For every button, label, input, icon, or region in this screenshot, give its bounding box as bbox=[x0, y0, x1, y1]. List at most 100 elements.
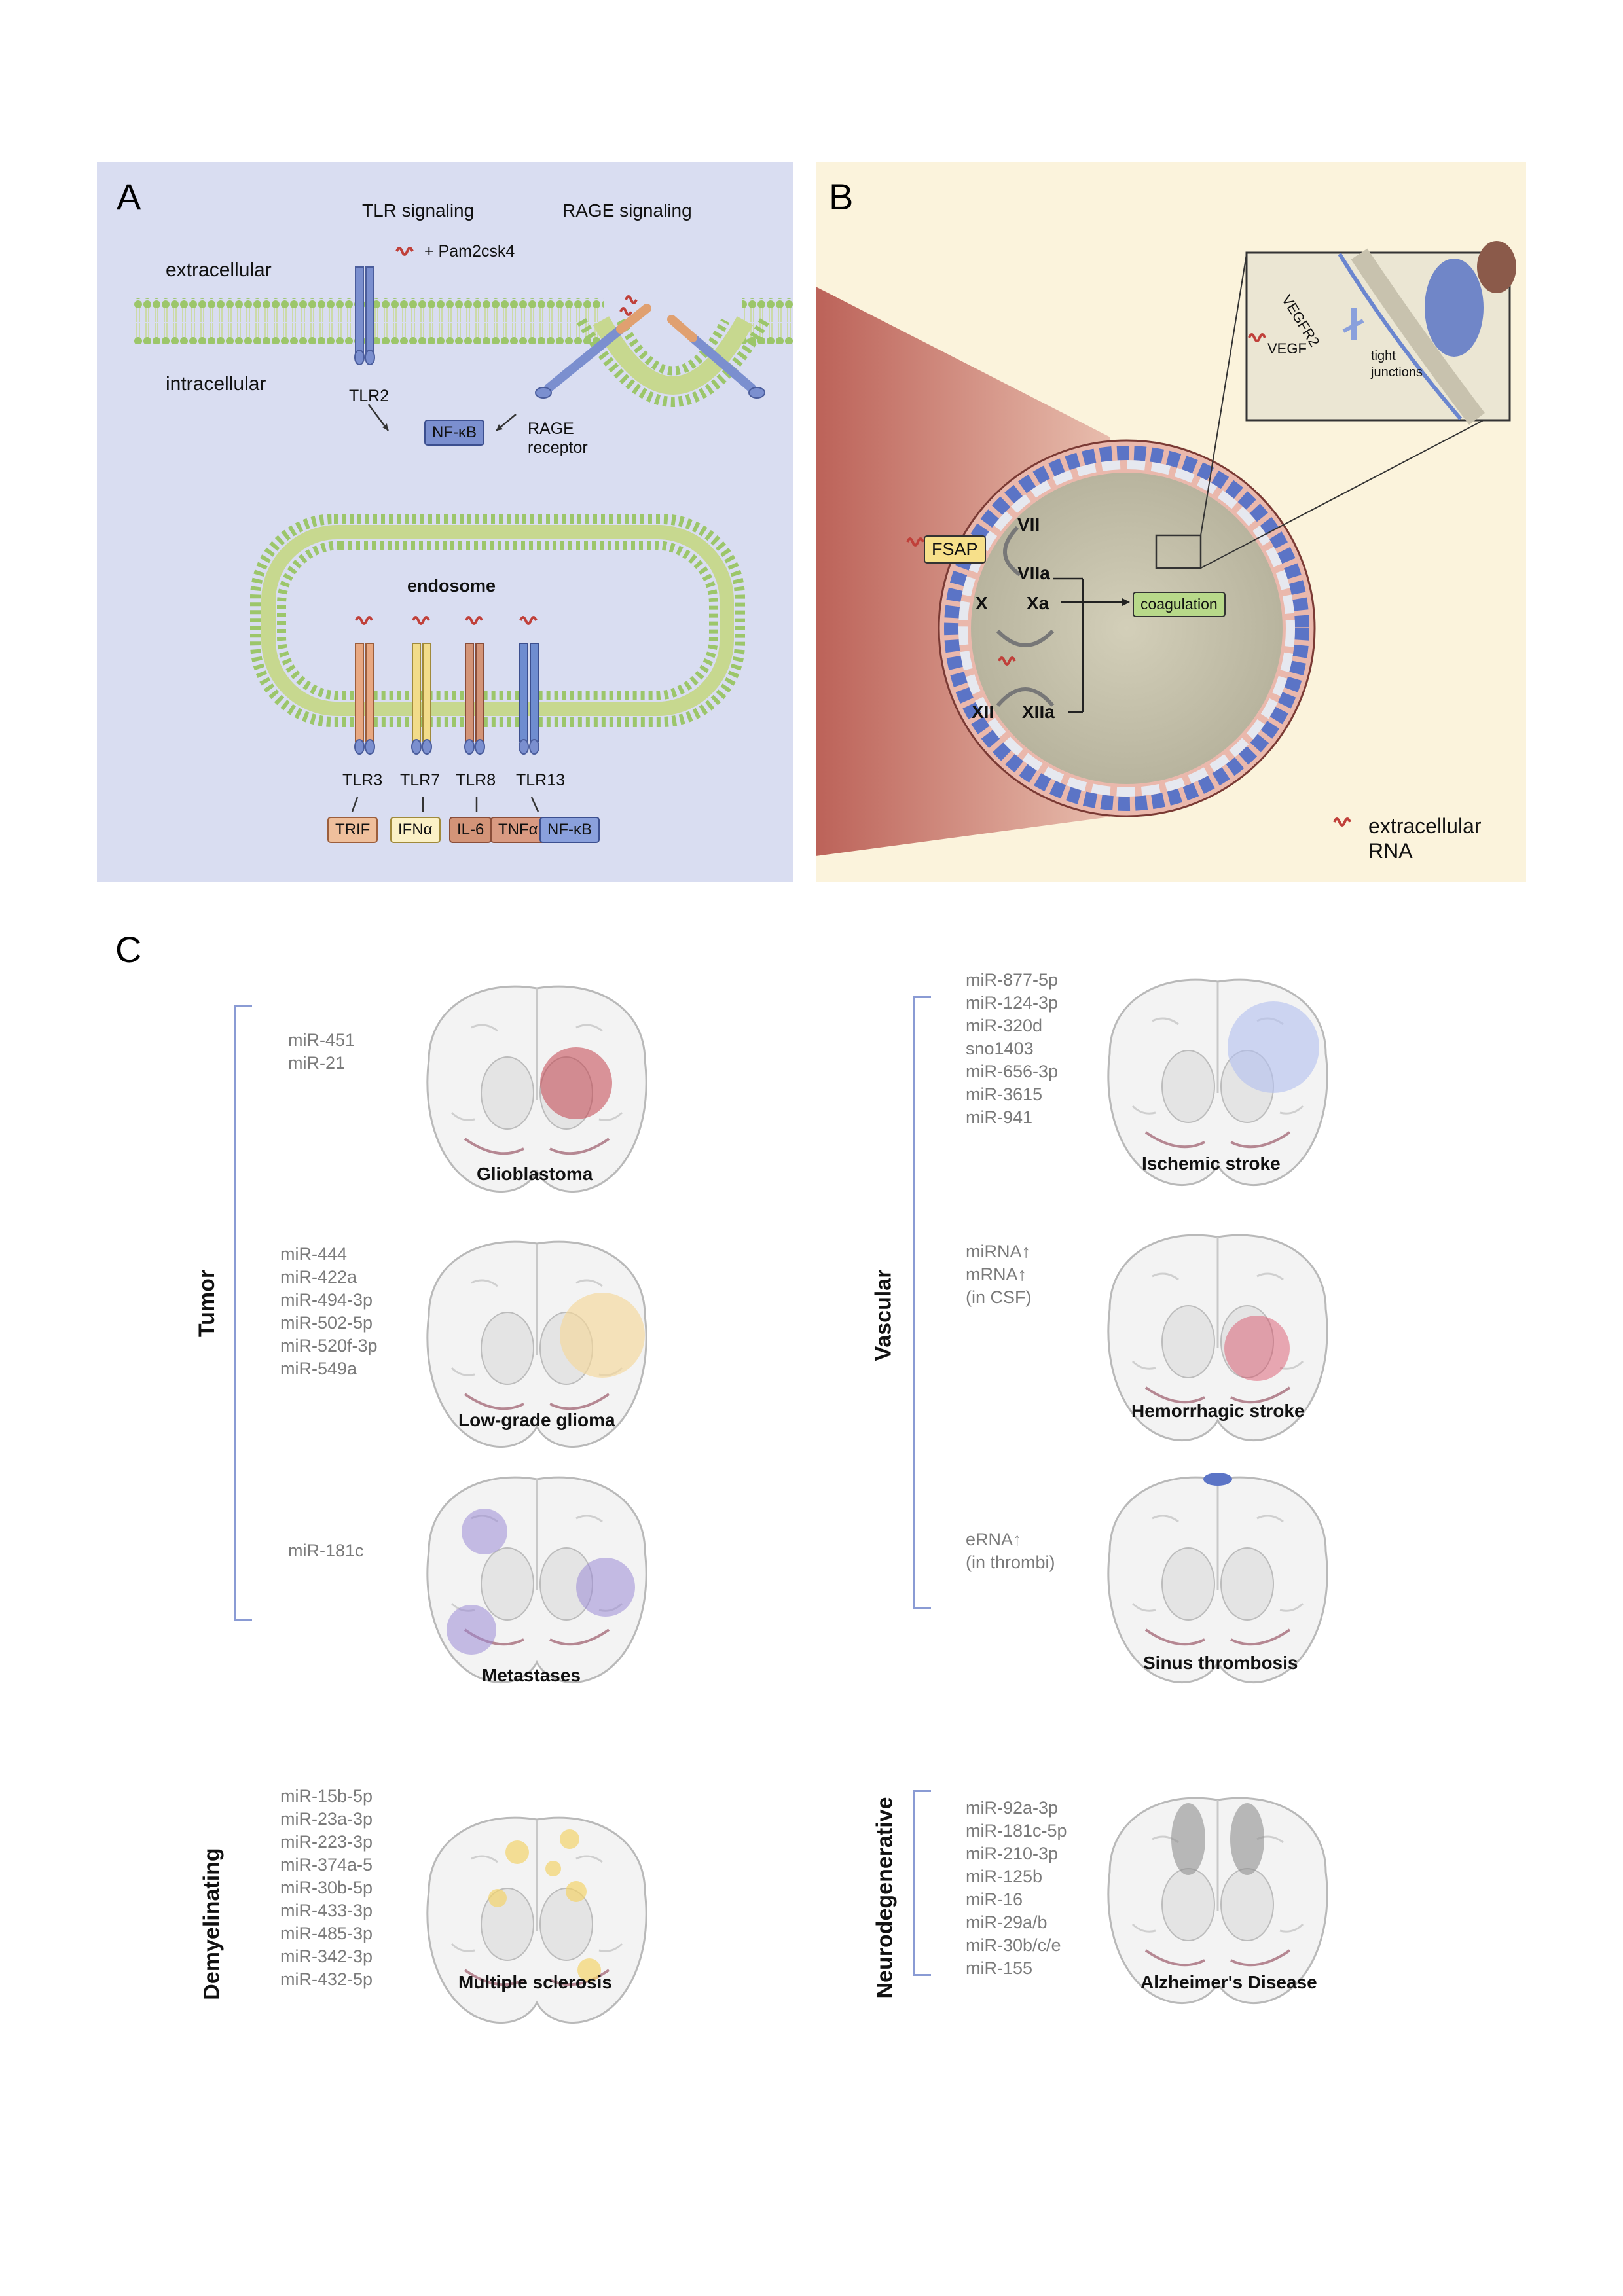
tlr-signaling-title: TLR signaling bbox=[362, 200, 475, 221]
sinus-name: Sinus thrombosis bbox=[1143, 1653, 1298, 1673]
neurodegenerative-label: Neurodegenerative bbox=[872, 1797, 898, 1999]
list-item: mRNA↑ bbox=[966, 1265, 1027, 1284]
xiia-label: XIIa bbox=[1022, 702, 1055, 722]
list-item: sno1403 bbox=[966, 1039, 1034, 1058]
list-item: miR-21 bbox=[288, 1053, 346, 1073]
rna-squiggle-inset bbox=[1248, 333, 1266, 342]
ischemic-mir-list: miR-877-5p miR-124-3p miR-320d sno1403 m… bbox=[966, 969, 1058, 1129]
list-item: miR-877-5p bbox=[966, 970, 1059, 990]
rage-receptor-right bbox=[667, 315, 765, 399]
metastases-mir-list: miR-181c bbox=[288, 1539, 364, 1562]
list-item: miR-124-3p bbox=[966, 993, 1059, 1013]
rna-squiggle-legend bbox=[1333, 817, 1351, 827]
atrophy-left bbox=[1171, 1803, 1205, 1875]
list-item: miR-444 bbox=[280, 1244, 348, 1264]
list-item: miR-374a-5 bbox=[280, 1855, 373, 1874]
ischemia-area bbox=[1228, 1001, 1319, 1093]
panel-a-letter: A bbox=[117, 176, 141, 217]
panel-b-letter: B bbox=[829, 176, 854, 217]
glioblastoma-lesion bbox=[540, 1047, 612, 1119]
panel-a-diagram bbox=[133, 247, 793, 812]
endosome-membrane-inner bbox=[277, 541, 718, 700]
viia-label: VIIa bbox=[1017, 563, 1050, 583]
ms-name: Multiple sclerosis bbox=[458, 1972, 612, 1992]
glioma-mir-list: miR-444 miR-422a miR-494-3p miR-502-5p m… bbox=[280, 1243, 378, 1380]
endothelium-ring bbox=[944, 446, 1309, 811]
rage-receptor-left bbox=[535, 304, 651, 399]
panel-b-diagram bbox=[816, 241, 1516, 856]
list-item: miR-320d bbox=[966, 1016, 1043, 1035]
rna-squiggles-endosome bbox=[355, 616, 538, 625]
list-item: miR-656-3p bbox=[966, 1062, 1059, 1081]
panel-a: A TLR signaling RAGE signaling + Pam2csk… bbox=[97, 162, 793, 882]
vii-label: VII bbox=[1017, 514, 1040, 535]
panel-c-letter: C bbox=[115, 929, 142, 970]
list-item: miR-16 bbox=[966, 1890, 1023, 1909]
vii-curve-arrow bbox=[1003, 526, 1021, 577]
list-item: (in thrombi) bbox=[966, 1552, 1055, 1572]
nfkb-tag: NF-κB bbox=[424, 420, 484, 446]
rage-signaling-title: RAGE signaling bbox=[562, 200, 692, 221]
list-item: miR-433-3p bbox=[280, 1901, 373, 1920]
list-item: miR-210-3p bbox=[966, 1844, 1059, 1863]
rna-squiggle-xii bbox=[998, 656, 1016, 666]
vascular-bracket bbox=[913, 996, 931, 1609]
list-item: miR-92a-3p bbox=[966, 1798, 1059, 1818]
endosome-label: endosome bbox=[407, 576, 496, 596]
list-item: miR-494-3p bbox=[280, 1290, 373, 1310]
glioblastoma-name: Glioblastoma bbox=[477, 1164, 593, 1184]
tlr8-receptor bbox=[464, 643, 485, 755]
rna-squiggle-fsap bbox=[906, 537, 924, 547]
vascular-label: Vascular bbox=[871, 1269, 896, 1361]
list-item: miR-451 bbox=[288, 1030, 356, 1050]
glioma-lesion bbox=[560, 1293, 645, 1378]
list-item: miR-342-3p bbox=[280, 1946, 373, 1966]
legend-label-2: RNA bbox=[1368, 839, 1413, 863]
neurodegenerative-bracket bbox=[913, 1790, 931, 1976]
list-item: miR-502-5p bbox=[280, 1313, 373, 1333]
list-item: miR-223-3p bbox=[280, 1832, 373, 1852]
xii-curve-arrow bbox=[996, 687, 1055, 707]
rna-squiggle-tlr2 bbox=[395, 247, 414, 256]
alzheimer-name: Alzheimer's Disease bbox=[1140, 1972, 1317, 1992]
inset-cell-curve bbox=[1338, 253, 1463, 420]
vegf-label: VEGF bbox=[1267, 340, 1307, 357]
xa-label: Xa bbox=[1027, 593, 1049, 613]
list-item: miR-181c-5p bbox=[966, 1821, 1067, 1840]
glioma-name: Low-grade glioma bbox=[458, 1410, 615, 1430]
list-item: miR-549a bbox=[280, 1359, 357, 1378]
tlr13-label: TLR13 bbox=[516, 771, 566, 789]
sinus-thrombus bbox=[1203, 1473, 1232, 1486]
list-item: miR-3615 bbox=[966, 1085, 1043, 1104]
tlr7-label: TLR7 bbox=[400, 771, 441, 789]
metastases-name: Metastases bbox=[482, 1665, 581, 1685]
tnfa-tag: TNFα bbox=[490, 817, 546, 843]
membrane-invagination bbox=[577, 318, 769, 407]
tlr3-label: TLR3 bbox=[342, 771, 383, 789]
metastasis-lesion-1 bbox=[462, 1509, 507, 1554]
rna-squiggle-rage bbox=[619, 295, 638, 316]
hemorrhagic-name: Hemorrhagic stroke bbox=[1131, 1401, 1305, 1421]
hemorrhage-area bbox=[1224, 1316, 1290, 1381]
tumor-bracket bbox=[234, 1005, 252, 1621]
list-item: miR-181c bbox=[288, 1541, 364, 1560]
trif-tag: TRIF bbox=[327, 817, 378, 843]
list-item: miR-485-3p bbox=[280, 1924, 373, 1943]
ms-mir-list: miR-15b-5p miR-23a-3p miR-223-3p miR-374… bbox=[280, 1785, 373, 1991]
list-item: miR-30b/c/e bbox=[966, 1935, 1061, 1955]
vessel-lumen bbox=[971, 473, 1283, 784]
list-item: miR-941 bbox=[966, 1107, 1033, 1127]
glioblastoma-mir-list: miR-451 miR-21 bbox=[288, 1029, 355, 1075]
sinus-mir-list: eRNA↑ (in thrombi) bbox=[966, 1528, 1055, 1574]
xii-label: XII bbox=[972, 702, 994, 722]
list-item: miRNA↑ bbox=[966, 1242, 1030, 1261]
basement-ring bbox=[958, 460, 1295, 797]
rage-receptor-label-2: receptor bbox=[528, 439, 588, 457]
list-item: miR-125b bbox=[966, 1867, 1043, 1886]
atrophy-right bbox=[1230, 1803, 1264, 1875]
list-item: (in CSF) bbox=[966, 1287, 1032, 1307]
list-item: miR-15b-5p bbox=[280, 1786, 373, 1806]
legend-label-1: extracellular bbox=[1368, 814, 1482, 838]
ifna-tag: IFNα bbox=[390, 817, 441, 843]
endosome-membrane-outer bbox=[250, 514, 745, 727]
